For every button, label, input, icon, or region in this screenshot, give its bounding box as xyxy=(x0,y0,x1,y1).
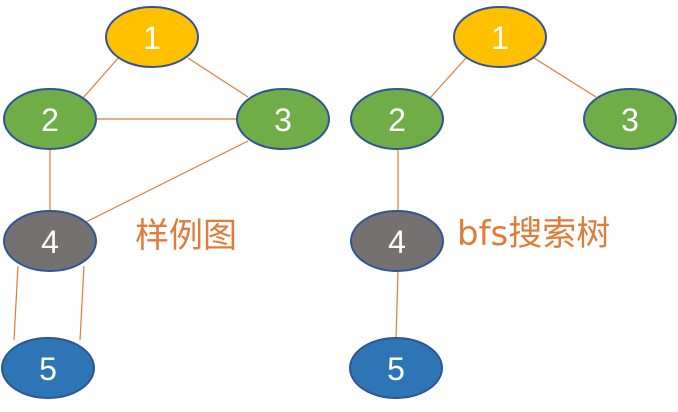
node-3-label: 3 xyxy=(621,102,639,138)
node-5: 5 xyxy=(1,337,95,399)
sample-caption: 样例图 xyxy=(135,216,237,256)
edge-1-2 xyxy=(429,57,467,99)
node-4-label: 4 xyxy=(388,224,406,260)
node-1-label: 1 xyxy=(491,20,509,56)
node-1-label: 1 xyxy=(143,20,161,56)
node-4-ellipse xyxy=(350,210,444,272)
node-5-ellipse xyxy=(349,337,443,399)
node-3-ellipse xyxy=(583,88,677,150)
node-2-label: 2 xyxy=(388,102,406,138)
node-1: 1 xyxy=(105,6,199,68)
node-5-label: 5 xyxy=(387,351,405,387)
bfs-tree-caption: bfs搜索树 xyxy=(457,214,610,254)
node-3: 3 xyxy=(583,88,677,150)
bfs-tree-graph: 1 2 3 4 5 bfs搜索树 xyxy=(349,6,677,399)
node-4: 4 xyxy=(3,210,97,272)
node-2: 2 xyxy=(3,88,97,150)
node-5: 5 xyxy=(349,337,443,399)
node-1-ellipse xyxy=(453,6,547,68)
edge-1-3 xyxy=(533,57,597,98)
node-4-ellipse xyxy=(3,210,97,272)
node-2: 2 xyxy=(350,88,444,150)
node-2-label: 2 xyxy=(41,102,59,138)
node-2-ellipse xyxy=(350,88,444,150)
edge-1-3 xyxy=(187,57,249,98)
edge-1-2 xyxy=(82,55,121,99)
node-5-ellipse xyxy=(1,337,95,399)
node-3: 3 xyxy=(236,88,330,150)
node-4-label: 4 xyxy=(41,224,59,260)
node-4: 4 xyxy=(350,210,444,272)
sample-graph: 1 2 3 4 5 样例图 xyxy=(1,6,330,399)
node-2-ellipse xyxy=(3,88,97,150)
node-3-ellipse xyxy=(236,88,330,150)
edge-4-5-left xyxy=(13,265,19,341)
node-1: 1 xyxy=(453,6,547,68)
edge-4-5-right xyxy=(79,265,85,341)
edge-3-4 xyxy=(85,140,249,223)
node-5-label: 5 xyxy=(39,351,57,387)
node-3-label: 3 xyxy=(274,102,292,138)
edge-4-5 xyxy=(395,270,399,339)
node-1-ellipse xyxy=(105,6,199,68)
